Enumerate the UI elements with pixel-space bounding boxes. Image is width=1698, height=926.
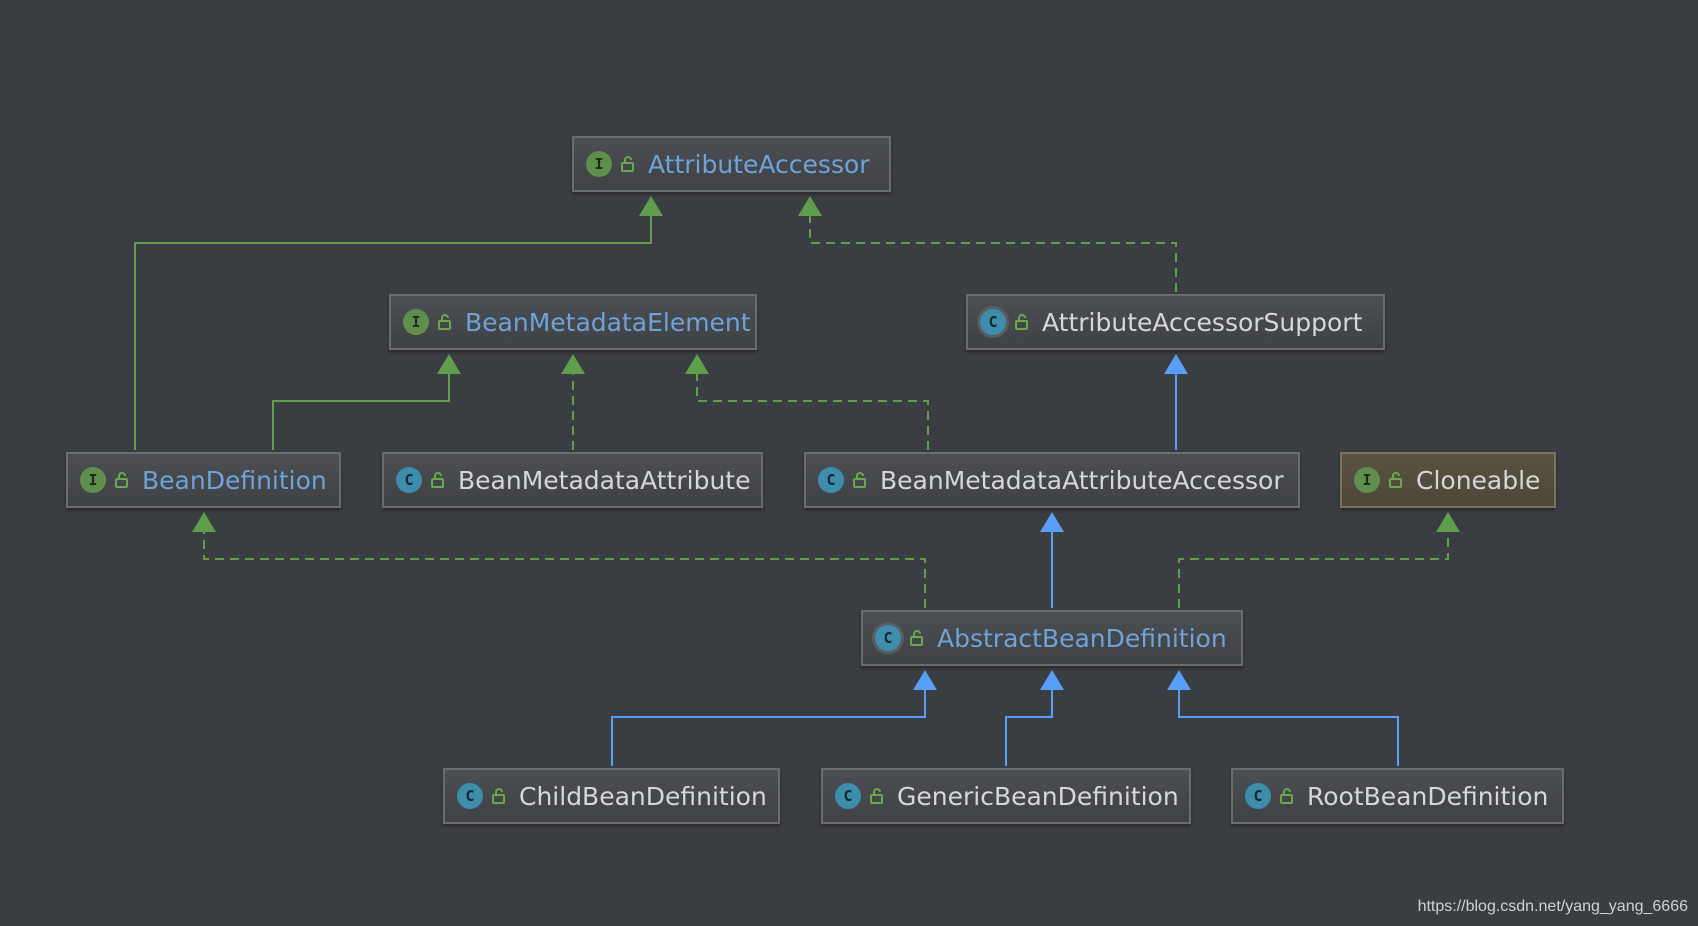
node-label: Cloneable — [1416, 465, 1541, 495]
edge-beandefinition-beanmetadataelement — [272, 374, 450, 450]
public-access-icon — [1389, 472, 1402, 488]
abstract-class-icon: C — [875, 625, 901, 651]
watermark-url: https://blog.csdn.net/yang_yang_6666 — [1417, 898, 1688, 915]
class-icon: C — [835, 783, 861, 809]
node-label: AttributeAccessor — [648, 149, 870, 179]
public-access-icon — [1280, 788, 1293, 804]
edge-root-abd — [1178, 690, 1399, 766]
arrowhead-attributeaccessorsupport — [1164, 354, 1188, 374]
node-beanmetadataattribute[interactable]: C BeanMetadataAttribute — [382, 452, 763, 508]
edge-generic-abd — [1005, 690, 1053, 766]
node-childbeandefinition[interactable]: C ChildBeanDefinition — [443, 768, 780, 824]
public-access-icon — [910, 630, 923, 646]
edge-child-abd — [611, 690, 926, 766]
arrowhead-beandefinition — [192, 512, 216, 532]
node-genericbeandefinition[interactable]: C GenericBeanDefinition — [821, 768, 1191, 824]
node-label: BeanDefinition — [142, 465, 327, 495]
node-label: BeanMetadataElement — [465, 307, 751, 337]
node-label: AttributeAccessorSupport — [1042, 307, 1363, 337]
edge-abd-beandefinition — [203, 532, 926, 608]
public-access-icon — [853, 472, 866, 488]
node-label: BeanMetadataAttribute — [458, 465, 751, 495]
interface-icon: I — [80, 467, 106, 493]
node-rootbeandefinition[interactable]: C RootBeanDefinition — [1231, 768, 1564, 824]
edge-beandefinition-attributeaccessor — [134, 216, 652, 450]
abstract-class-icon: C — [980, 309, 1006, 335]
arrowhead-attributeaccessor-right — [798, 196, 822, 216]
public-access-icon — [621, 156, 634, 172]
node-label: AbstractBeanDefinition — [937, 623, 1227, 653]
arrowhead-abd-left — [913, 670, 937, 690]
node-abstractbeandefinition[interactable]: C AbstractBeanDefinition — [861, 610, 1243, 666]
interface-icon: I — [403, 309, 429, 335]
interface-icon: I — [586, 151, 612, 177]
arrowhead-abd-mid — [1040, 670, 1064, 690]
arrowhead-beanmetadataelement-mid — [561, 354, 585, 374]
node-label: GenericBeanDefinition — [897, 781, 1179, 811]
node-beanmetadataattributeaccessor[interactable]: C BeanMetadataAttributeAccessor — [804, 452, 1300, 508]
arrowhead-attributeaccessor-left — [639, 196, 663, 216]
arrowhead-bmaa — [1040, 512, 1064, 532]
arrowhead-beanmetadataelement-right — [685, 354, 709, 374]
edge-attributeaccessorsupport-attributeaccessor — [809, 216, 1177, 292]
arrowhead-abd-right — [1167, 670, 1191, 690]
public-access-icon — [438, 314, 451, 330]
edge-abd-cloneable — [1178, 532, 1449, 608]
class-icon: C — [1245, 783, 1271, 809]
public-access-icon — [115, 472, 128, 488]
class-icon: C — [818, 467, 844, 493]
node-label: ChildBeanDefinition — [519, 781, 767, 811]
node-attributeaccessorsupport[interactable]: C AttributeAccessorSupport — [966, 294, 1385, 350]
public-access-icon — [870, 788, 883, 804]
node-attributeaccessor[interactable]: I AttributeAccessor — [572, 136, 891, 192]
node-label: RootBeanDefinition — [1307, 781, 1549, 811]
node-beandefinition[interactable]: I BeanDefinition — [66, 452, 341, 508]
public-access-icon — [1015, 314, 1028, 330]
public-access-icon — [431, 472, 444, 488]
interface-icon: I — [1354, 467, 1380, 493]
arrowhead-cloneable — [1436, 512, 1460, 532]
node-beanmetadataelement[interactable]: I BeanMetadataElement — [389, 294, 757, 350]
node-cloneable[interactable]: I Cloneable — [1340, 452, 1556, 508]
class-icon: C — [396, 467, 422, 493]
node-label: BeanMetadataAttributeAccessor — [880, 465, 1284, 495]
class-icon: C — [457, 783, 483, 809]
edge-bmaa-beanmetadataelement — [696, 374, 929, 450]
public-access-icon — [492, 788, 505, 804]
arrowhead-beanmetadataelement-left — [437, 354, 461, 374]
